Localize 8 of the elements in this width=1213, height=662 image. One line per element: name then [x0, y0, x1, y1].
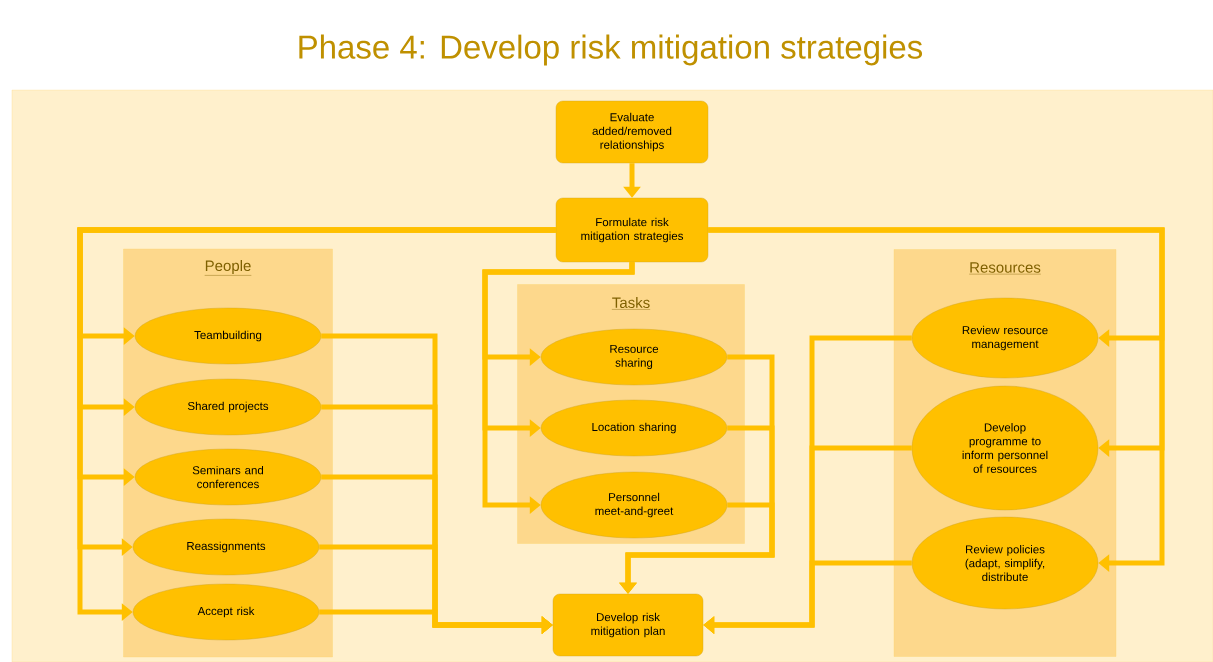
process-box: Develop risk mitigation plan [552, 593, 704, 657]
slide-title: Phase 4: Develop risk mitigation strategies [299, 34, 923, 66]
process-box: Formulate risk mitigation strategies [555, 197, 709, 263]
panel-heading: People [204, 260, 252, 276]
process-box: Evaluate added/removed relationships [555, 100, 709, 164]
panel-heading: Tasks [611, 297, 651, 310]
arrow [708, 227, 1165, 572]
panel-heading: Resources [968, 262, 1042, 275]
